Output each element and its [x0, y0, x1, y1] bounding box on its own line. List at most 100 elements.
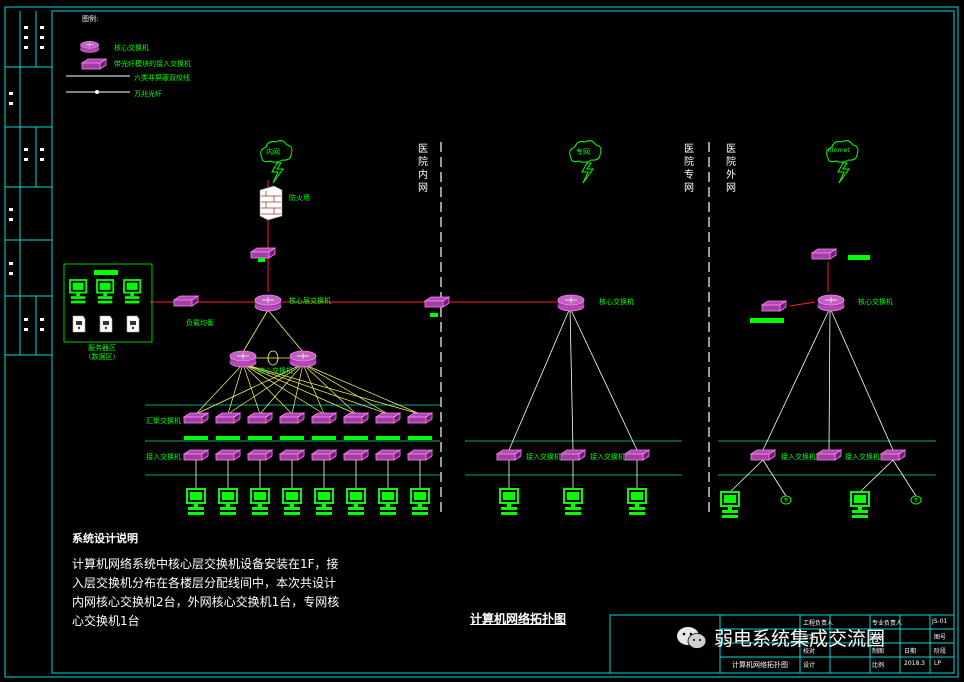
title-block-drawing-name: 计算机网络拓扑图 [732, 661, 788, 669]
pc-icon [410, 488, 430, 516]
cloud-label-intranet: 内网 [266, 148, 280, 156]
floor-lines [145, 404, 936, 476]
switch-icon [279, 449, 305, 461]
switch-icon [496, 449, 522, 461]
stack-link-ellipse [267, 350, 279, 366]
pc-icon [499, 488, 519, 516]
drawing-frame [4, 6, 959, 678]
fiber-module [408, 436, 432, 440]
access-mid-label-1: 接入交换机 [526, 453, 561, 461]
lightning-icon [271, 162, 284, 184]
switch-icon [624, 449, 650, 461]
wireless-ap-icon [780, 495, 792, 505]
lightning-icon [581, 162, 594, 184]
fiber-module [430, 313, 438, 317]
firewall-icon [259, 185, 283, 221]
fiber-module [280, 436, 304, 440]
design-notes-heading: 系统设计说明 [72, 532, 138, 545]
pc-icon [720, 491, 740, 519]
design-notes: 系统设计说明 计算机网络系统中核心层交换机设备安装在1F，接入层交换机分布在各楼… [72, 530, 342, 631]
fiber-link [302, 363, 421, 415]
fiber-module [312, 436, 336, 440]
fiber-link [242, 363, 421, 415]
switch-icon [761, 300, 787, 312]
switch-icon [880, 449, 906, 461]
fiber-fan-links [195, 363, 421, 415]
switch-icon [343, 412, 369, 424]
fiber-module [848, 255, 870, 260]
title-block-frame [609, 614, 955, 674]
wireless-ap-icon [910, 495, 922, 505]
firewall-label: 防火墙 [289, 194, 310, 202]
pc-icon [378, 488, 398, 516]
zone-label-private: 医院专网 [684, 144, 694, 194]
title-block-cell: 审核 [872, 634, 885, 641]
core-layer-label: 核心层交换机 [289, 297, 331, 305]
cloud-label-internet: internet [826, 147, 850, 154]
fiber-module [258, 258, 265, 262]
core-mid-label: 核心交换机 [599, 298, 634, 306]
title-block-cell: LP [934, 660, 941, 667]
pc-icon [346, 488, 366, 516]
fiber-link [302, 363, 325, 415]
left-margin-marks [9, 26, 44, 331]
fiber-module [184, 436, 208, 440]
fiber-link [227, 363, 304, 415]
pc-icon [563, 488, 583, 516]
fiber-link [242, 363, 357, 415]
pc-icon [850, 491, 870, 519]
legend-item-access-switch: 带光纤模块的接入交换机 [114, 60, 191, 68]
title-block-cell: 制图 [872, 648, 885, 655]
title-block-cell: 日期 [904, 648, 917, 655]
title-block-cell: 设计 [803, 662, 816, 669]
fiber-module [376, 436, 400, 440]
pc-icon [282, 488, 302, 516]
pc-icon [314, 488, 334, 516]
legend-title: 图例: [82, 15, 99, 23]
pc-icon [250, 488, 270, 516]
title-block-cell: 审定 [803, 634, 816, 641]
fiber-link [227, 363, 244, 415]
access-right-label-1: 接入交换机 [781, 453, 816, 461]
switch-icon [215, 449, 241, 461]
pc-icon [186, 488, 206, 516]
server-zone [63, 263, 153, 343]
aggregation-switch-row [183, 412, 433, 440]
pc-icon [218, 488, 238, 516]
title-block-cell: 阶段 [934, 648, 947, 655]
switch-icon [250, 247, 276, 259]
watermark: 弱电系统集成交流圈 [676, 624, 885, 651]
watermark-text: 弱电系统集成交流圈 [714, 628, 886, 650]
fiber-module [216, 436, 240, 440]
fiber-link [195, 363, 304, 415]
title-block-cell: 图号 [934, 634, 947, 641]
red-links [150, 180, 829, 307]
switch-icon [375, 412, 401, 424]
core-pair-links [242, 309, 304, 359]
access-right-label-2: 接入交换机 [845, 453, 880, 461]
title-block-cell: 工程负责人 [803, 620, 834, 627]
core-switch-icon [817, 294, 845, 312]
fiber-module [344, 436, 368, 440]
access-switch-row [183, 449, 433, 489]
core-switch-icon [557, 294, 585, 312]
switch-icon [407, 412, 433, 424]
right-zone-links [729, 307, 917, 497]
access-mid-label-2: 接入交换机 [590, 453, 625, 461]
cloud-label-private: 专网 [576, 148, 590, 156]
aggregation-label: 汇聚交换机 [146, 417, 181, 425]
switch-icon [407, 449, 433, 461]
switch-icon [279, 412, 305, 424]
title-block-cell: 2018.3 [904, 660, 925, 667]
server-zone-label: 服务器区 (数据区) [88, 344, 116, 361]
design-notes-body: 计算机网络系统中核心层交换机设备安装在1F，接入层交换机分布在各楼层分配线间中，… [72, 557, 340, 628]
switch-icon [311, 412, 337, 424]
load-balancer-label: 负载均衡 [186, 319, 214, 327]
switch-icon [183, 449, 209, 461]
pc-row [186, 488, 430, 516]
core-switch-icon [289, 350, 317, 368]
pc-icon [627, 488, 647, 516]
title-block-cell: JS-01 [932, 618, 948, 625]
fiber-module [750, 318, 784, 323]
